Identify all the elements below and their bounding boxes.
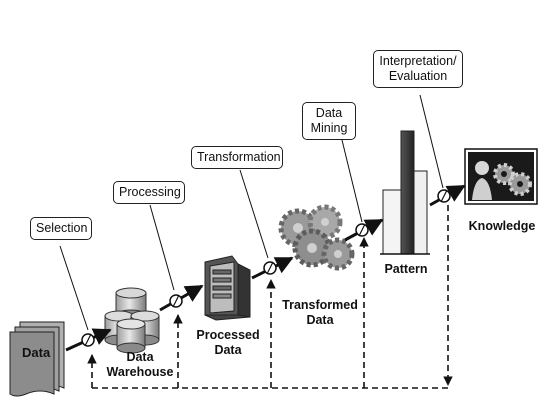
step-selection: Selection <box>30 217 92 240</box>
step-data-mining: Data Mining <box>302 102 356 140</box>
stage-processed-data-line1: Processed <box>196 328 260 342</box>
stage-pattern: Pattern <box>376 262 436 277</box>
stage-knowledge-label: Knowledge <box>468 219 536 233</box>
step-interpretation-line2: Evaluation <box>388 69 448 83</box>
processed-data-icon <box>204 255 251 321</box>
knowledge-icon <box>464 148 538 205</box>
stage-pattern-label: Pattern <box>384 262 428 276</box>
step-interpretation-evaluation: Interpretation/ Evaluation <box>373 50 463 88</box>
stage-knowledge: Knowledge <box>464 219 540 234</box>
stage-processed-data-line2: Data <box>214 343 242 357</box>
step-selection-label: Selection <box>36 221 88 235</box>
data-label: Data <box>22 345 51 360</box>
stage-data-warehouse-line2: Warehouse <box>106 365 174 379</box>
step-transformation-label: Transformation <box>197 150 281 164</box>
stage-data-warehouse-line1: Data <box>126 350 154 364</box>
step-interpretation-line1: Interpretation/ <box>379 54 457 68</box>
step-transformation: Transformation <box>191 146 283 169</box>
stage-transformed-data: Transformed Data <box>278 298 362 328</box>
stage-data-warehouse: Data Warehouse <box>104 350 176 380</box>
stage-transformed-data-line2: Data <box>306 313 334 327</box>
data-document-icon <box>9 321 65 397</box>
pattern-bars-icon <box>380 130 430 255</box>
step-data-mining-line2: Mining <box>310 121 348 135</box>
stage-transformed-data-line1: Transformed <box>282 298 358 312</box>
step-data-mining-line1: Data <box>315 106 343 120</box>
database-icon <box>104 287 160 354</box>
stage-processed-data: Processed Data <box>192 328 264 358</box>
gears-icon <box>278 204 355 271</box>
callout-leaders <box>59 94 444 331</box>
step-processing-label: Processing <box>119 185 181 199</box>
feedback-loop <box>87 205 453 389</box>
step-processing: Processing <box>113 181 185 204</box>
